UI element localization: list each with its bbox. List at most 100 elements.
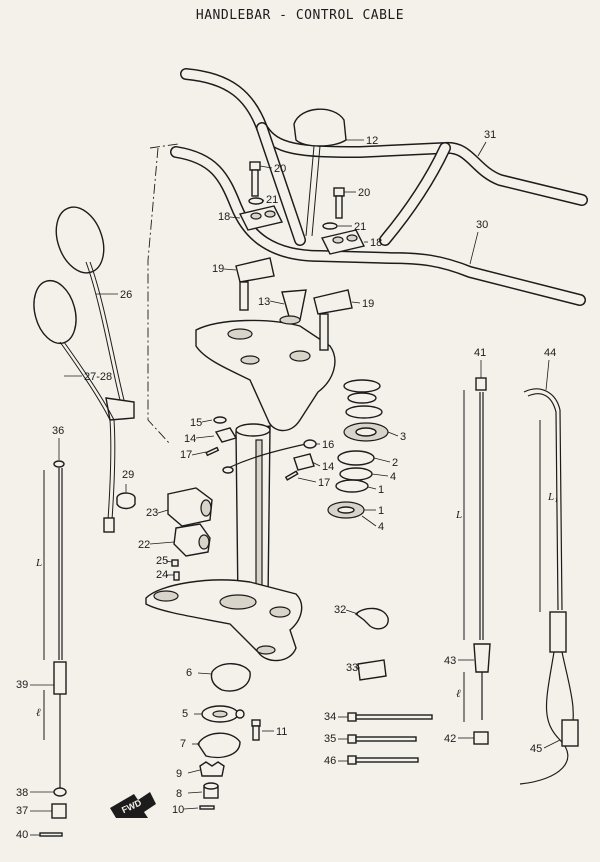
plate-7	[197, 732, 241, 759]
assembly-guide-line	[147, 147, 171, 445]
part-callout-label: 36	[52, 425, 64, 437]
dimension-mark: L	[35, 557, 42, 569]
part-callout-label: 21	[266, 194, 278, 206]
throttle-cable-45	[519, 388, 579, 785]
washer-15	[213, 416, 227, 424]
bolt-20-right	[333, 187, 345, 219]
switch-22	[173, 523, 211, 557]
part-callout-label: 21	[354, 221, 366, 233]
dimension-mark: ℓ	[36, 707, 41, 719]
part-callout-label: 20	[358, 187, 370, 199]
part-callout-label: 6	[186, 667, 192, 679]
steering-stem	[235, 423, 271, 605]
callout-leader	[545, 359, 550, 391]
stem-nut-12	[293, 108, 347, 237]
part-callout-label: 1	[378, 484, 384, 496]
part-callout-label: 24	[156, 569, 168, 581]
part-callout-label: 39	[16, 679, 28, 691]
part-callout-label: 4	[390, 471, 396, 483]
cable-35	[347, 734, 417, 744]
part-callout-label: 10	[172, 804, 184, 816]
part-callout-label: 40	[16, 829, 28, 841]
part-callout-label: 42	[444, 733, 456, 745]
mirror-27-28	[33, 279, 116, 533]
cable-39	[53, 460, 67, 790]
clamp-18-right	[320, 229, 366, 255]
part-callout-label: 11	[276, 726, 287, 738]
mirror-26	[55, 206, 135, 421]
part-callout-label: 5	[182, 708, 188, 720]
cylinder-8	[203, 782, 219, 799]
part-callout-label: 15	[190, 417, 202, 429]
callout-leader	[187, 769, 201, 774]
part-callout-label: 30	[476, 219, 488, 231]
plate-5	[201, 705, 245, 723]
bolt-20-left	[249, 161, 261, 197]
cap-29	[116, 492, 136, 510]
part-callout-label: 19	[362, 298, 374, 310]
lower-bracket	[145, 579, 303, 662]
callout-leader	[165, 560, 173, 563]
part-callout-label: 20	[274, 163, 286, 175]
bearing-stack	[327, 379, 389, 519]
upper-bracket	[195, 319, 336, 432]
assembly-guide-line-2	[149, 143, 179, 149]
callout-leader	[183, 807, 199, 810]
handlebar-31	[180, 68, 588, 246]
handlebar-30	[170, 146, 586, 306]
dimension-layer: Lℓ Lℓ L₁	[35, 491, 558, 719]
switch-23	[167, 487, 213, 527]
diagram-title: HANDLEBAR - CONTROL CABLE	[195, 8, 405, 23]
part-callout-label: 19	[212, 263, 224, 275]
part-callout-label: 14	[322, 461, 334, 473]
part-callout-label: 29	[122, 469, 134, 481]
part-callout-label: 12	[366, 135, 378, 147]
dimension-mark: L₁	[547, 491, 558, 503]
part-callout-label: 34	[324, 711, 336, 723]
nut-14-upper	[214, 427, 238, 443]
dimension-mark: ℓ	[456, 688, 461, 700]
screw-11	[251, 719, 261, 741]
screw-24	[173, 571, 180, 581]
part-callout-label: 32	[334, 604, 346, 616]
part-callout-label: 17	[180, 449, 192, 461]
screw-25	[171, 559, 179, 567]
dimension-mark: L	[455, 509, 462, 521]
holder-19-right	[313, 289, 353, 351]
callout-leader	[345, 609, 359, 615]
part-callout-label: 18	[218, 211, 230, 223]
callout-leader	[229, 216, 241, 219]
part-callout-label: 26	[120, 289, 132, 301]
callout-leader	[191, 451, 207, 456]
callout-leader	[269, 300, 285, 305]
part-callout-label: 2	[392, 457, 398, 469]
callout-leader	[543, 739, 561, 749]
callout-leader	[201, 419, 213, 423]
holder-19-left	[235, 257, 275, 311]
callout-leader	[297, 477, 317, 483]
part-callout-label: 1	[378, 505, 384, 517]
callout-leader	[157, 509, 169, 514]
adjuster-42	[473, 731, 489, 745]
cable-43	[473, 377, 491, 720]
callout-leader	[371, 473, 389, 477]
part-callout-label: 27-28	[84, 371, 112, 383]
part-callout-label: 35	[324, 733, 336, 745]
part-callout-label: 41	[474, 347, 486, 359]
cable-guide-16	[222, 439, 317, 474]
callout-leader	[187, 791, 203, 794]
part-callout-label: 14	[184, 433, 196, 445]
stopper-6	[210, 663, 251, 692]
callout-leader	[195, 435, 215, 439]
callout-leader	[259, 165, 273, 169]
cap-38	[53, 787, 67, 797]
callout-leader	[361, 515, 377, 527]
part-callout-label: 37	[16, 805, 28, 817]
washer-21-right	[322, 222, 338, 230]
spacer-13	[279, 289, 307, 325]
callout-leader	[149, 541, 175, 545]
callout-leader	[197, 672, 213, 675]
callout-leader	[373, 457, 391, 463]
callout-leader	[351, 301, 361, 304]
